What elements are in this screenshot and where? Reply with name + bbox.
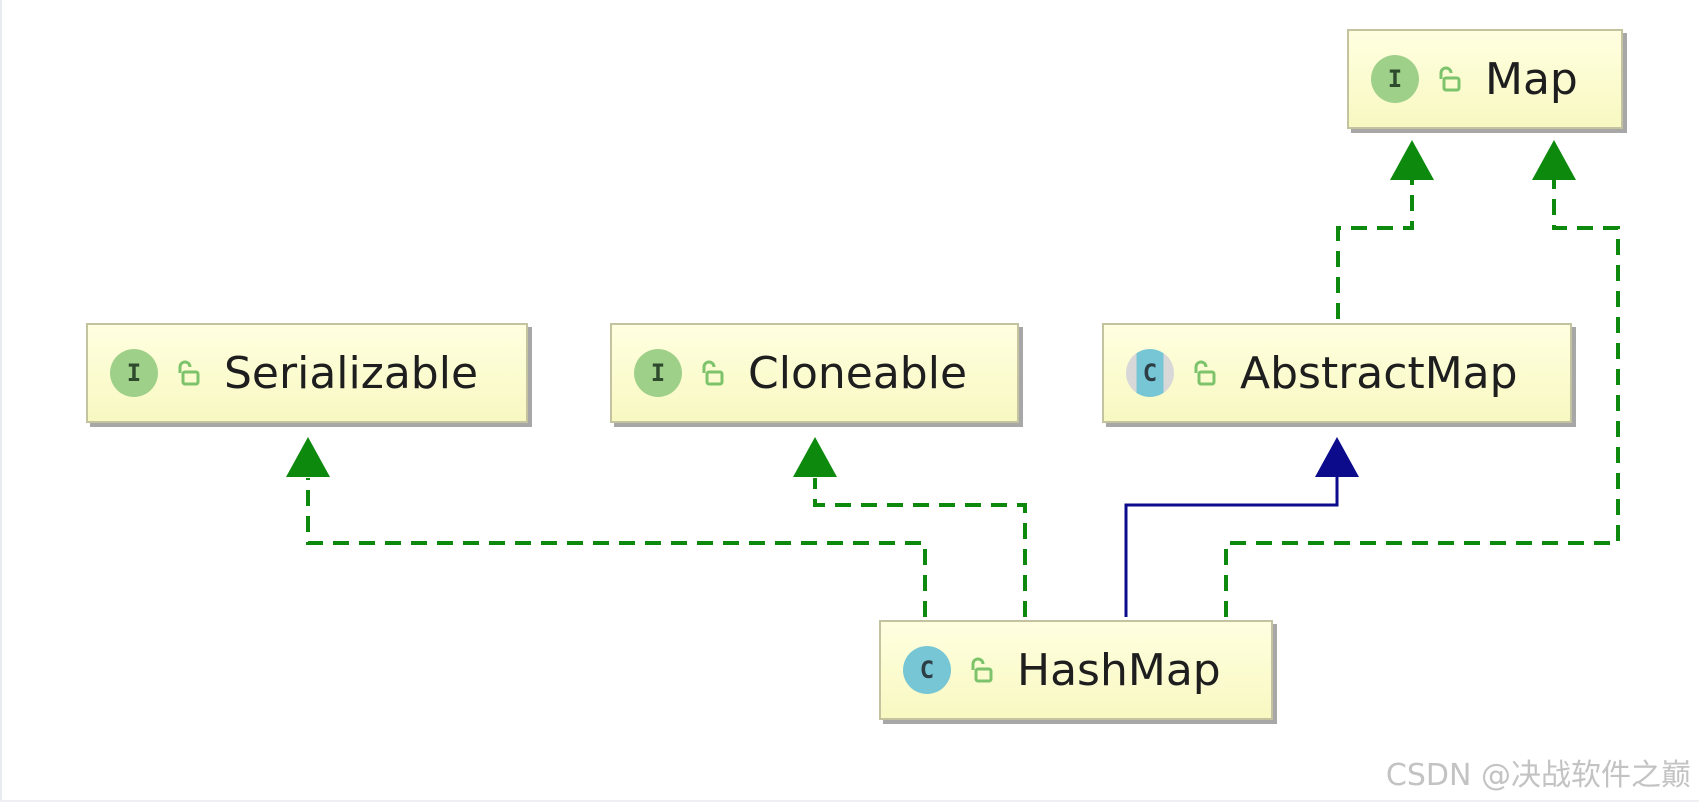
edge-abstractmap-implements-map xyxy=(1336,140,1434,319)
watermark-text: CSDN @决战软件之巅 xyxy=(1385,758,1691,793)
open-lock-icon xyxy=(971,657,993,683)
class-name-serializable: Serializable xyxy=(224,347,479,399)
interface-icon: I xyxy=(1371,55,1419,103)
open-lock-icon xyxy=(702,360,724,386)
class-node-cloneable[interactable]: I Cloneable xyxy=(610,323,1019,423)
class-name-cloneable: Cloneable xyxy=(748,347,968,399)
class-node-serializable[interactable]: I Serializable xyxy=(86,323,528,423)
class-node-abstractmap[interactable]: C AbstractMap xyxy=(1102,323,1572,423)
frame-edge-bottom xyxy=(0,800,1699,802)
class-name-map: Map xyxy=(1485,53,1578,105)
open-lock-icon xyxy=(1439,66,1461,92)
interface-icon: I xyxy=(634,349,682,397)
implements-arrowhead-map-right xyxy=(1532,140,1576,180)
implements-arrowhead-map-left xyxy=(1390,140,1434,180)
extends-arrowhead-abstractmap xyxy=(1315,437,1359,477)
implements-arrowhead-serializable xyxy=(286,437,330,477)
edge-hashmap-implements-map xyxy=(1224,140,1620,617)
class-icon: C xyxy=(903,646,951,694)
class-name-hashmap: HashMap xyxy=(1017,644,1221,696)
edge-hashmap-implements-serializable xyxy=(286,437,927,617)
implements-arrowhead-cloneable xyxy=(793,437,837,477)
class-node-map[interactable]: I Map xyxy=(1347,29,1623,129)
class-name-abstractmap: AbstractMap xyxy=(1240,347,1518,399)
class-node-hashmap[interactable]: C HashMap xyxy=(879,620,1273,720)
interface-icon: I xyxy=(110,349,158,397)
edge-hashmap-extends-abstractmap xyxy=(1124,437,1359,617)
open-lock-icon xyxy=(178,360,200,386)
edge-hashmap-implements-cloneable xyxy=(793,437,1027,617)
frame-edge-left xyxy=(0,0,2,802)
open-lock-icon xyxy=(1194,360,1216,386)
abstract-class-icon: C xyxy=(1126,349,1174,397)
